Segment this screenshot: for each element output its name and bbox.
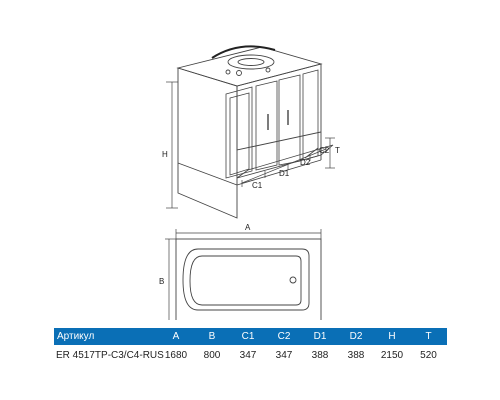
label-t: T <box>335 146 340 155</box>
header-a: A <box>158 328 194 345</box>
specs-header-row: Артикул A B C1 C2 D1 D2 H T <box>54 328 447 345</box>
bathtub-plan <box>175 238 322 320</box>
header-b: B <box>194 328 230 345</box>
header-d2: D2 <box>338 328 374 345</box>
dimension-b <box>165 238 176 320</box>
cell-d2: 388 <box>347 350 365 361</box>
header-h: H <box>374 328 410 345</box>
header-d1: D1 <box>302 328 338 345</box>
specs-table: Артикул A B C1 C2 D1 D2 H T ER 4517TP-C3… <box>54 328 447 366</box>
shower-cabin-drawing: H T C1 D1 D2 C2 A B <box>159 45 340 320</box>
cell-c1: 347 <box>239 350 257 361</box>
cell-h: 2150 <box>380 350 404 361</box>
label-b: B <box>159 277 164 286</box>
cabin-outline <box>176 46 323 219</box>
label-c2: C2 <box>319 146 330 155</box>
label-c1: C1 <box>252 181 263 190</box>
header-c1: C1 <box>230 328 266 345</box>
dimension-a <box>175 229 322 239</box>
dimension-h <box>166 81 178 209</box>
cell-a: 1680 <box>164 350 188 361</box>
cell-article: ER 4517TP-C3/C4-RUS <box>56 350 164 361</box>
roof-shower-head <box>211 45 276 76</box>
header-t: T <box>410 328 447 345</box>
table-row: ER 4517TP-C3/C4-RUS 1680 800 347 347 388… <box>54 345 447 366</box>
header-article: Артикул <box>54 328 158 345</box>
dimension-chain <box>241 146 327 187</box>
cell-d1: 388 <box>311 350 329 361</box>
label-a: A <box>245 223 251 232</box>
label-d2: D2 <box>300 158 311 167</box>
header-c2: C2 <box>266 328 302 345</box>
label-h: H <box>162 150 168 159</box>
dimension-t <box>325 137 335 169</box>
cell-b: 800 <box>203 350 221 361</box>
label-d1: D1 <box>279 169 290 178</box>
cell-c2: 347 <box>275 350 293 361</box>
cell-t: 520 <box>420 350 437 361</box>
